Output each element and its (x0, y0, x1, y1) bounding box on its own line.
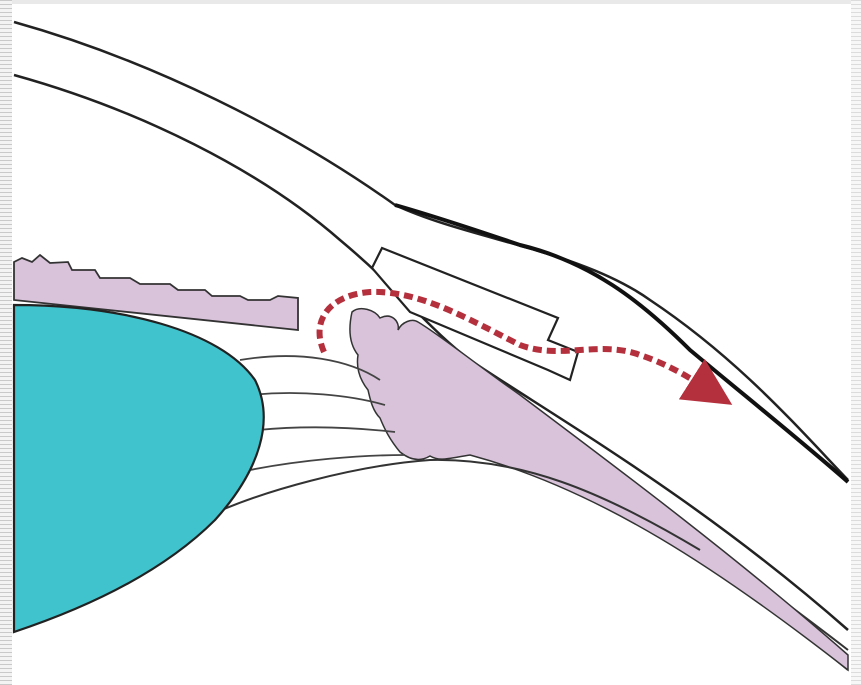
lens (14, 305, 264, 632)
ciliary-body (350, 309, 848, 670)
